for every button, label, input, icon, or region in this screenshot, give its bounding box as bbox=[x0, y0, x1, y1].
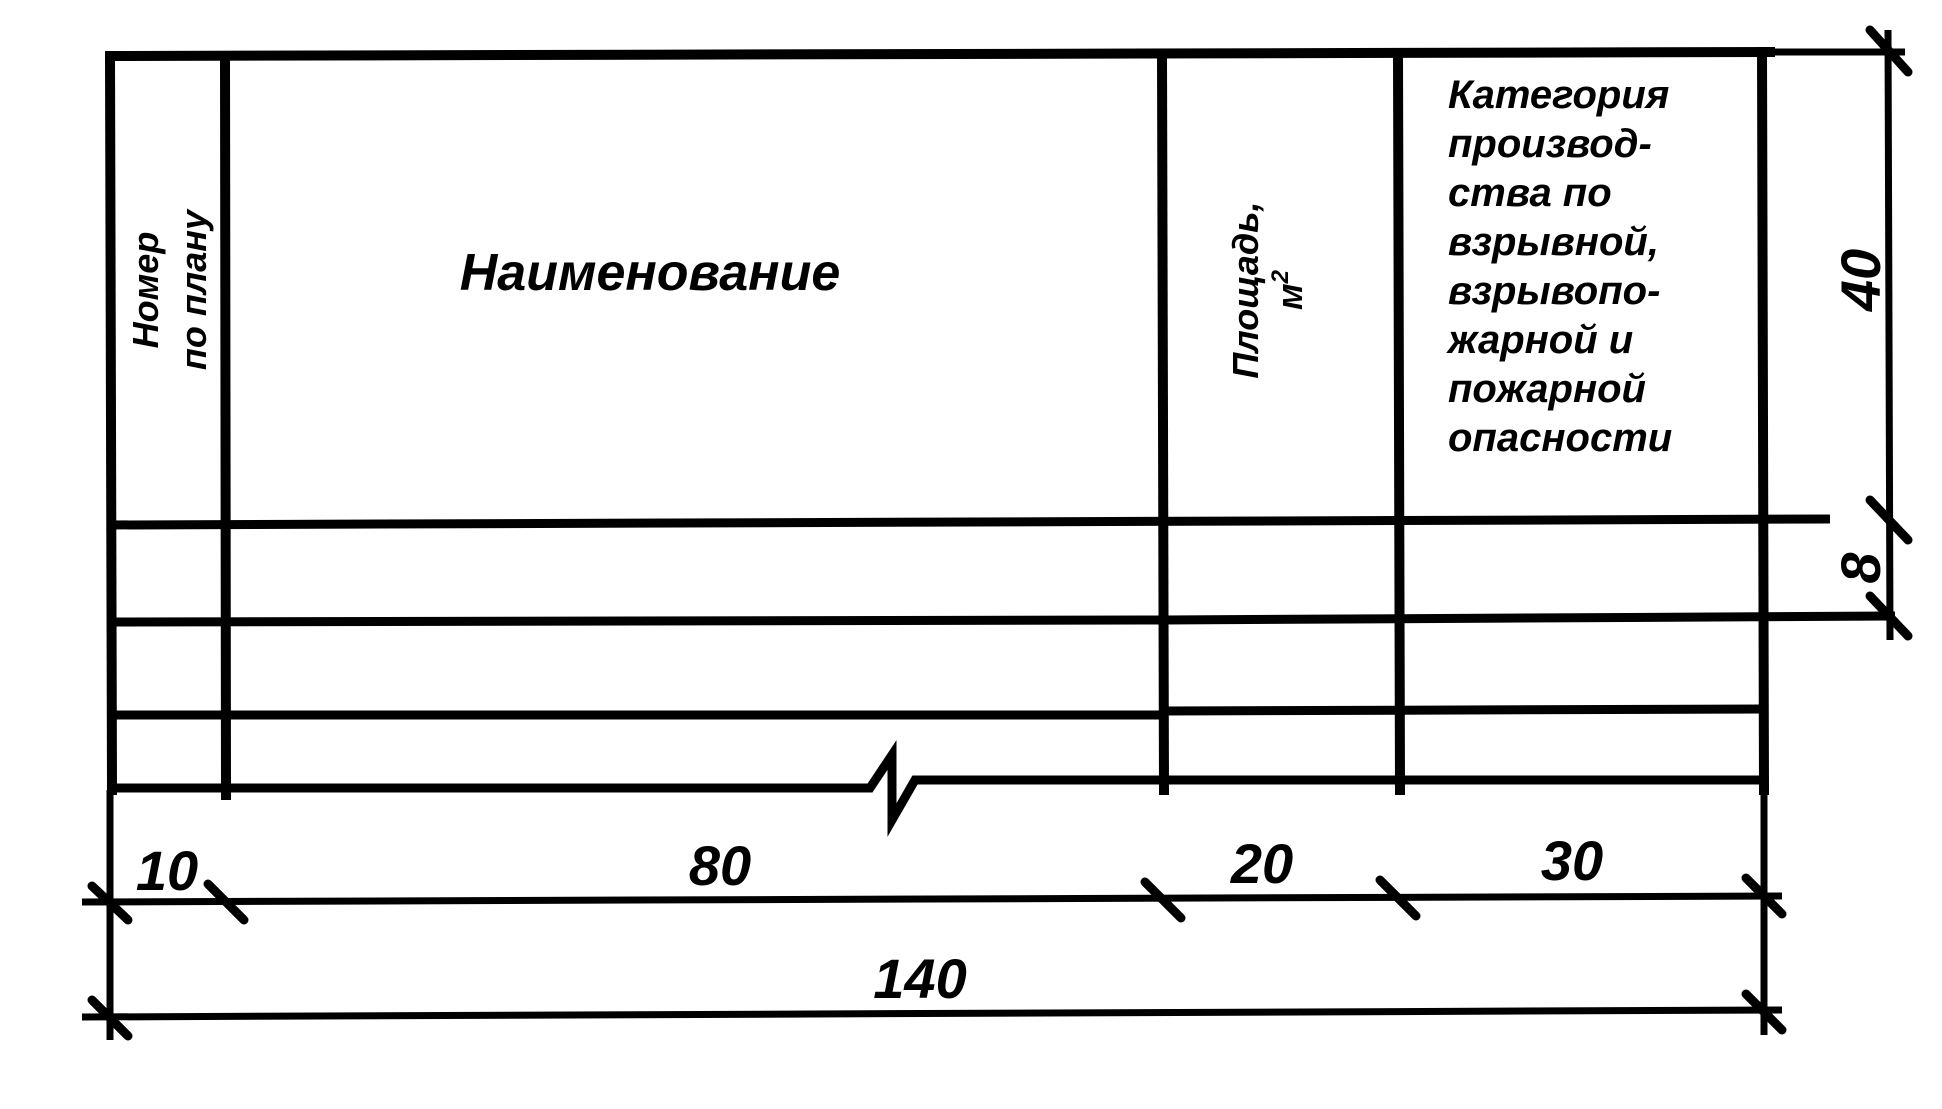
dim-label-row-height: 8 bbox=[1829, 552, 1892, 584]
dim-line-total bbox=[81, 1006, 1783, 1021]
dim-label-col-category: 30 bbox=[1541, 829, 1603, 892]
frame-right-border bbox=[1756, 46, 1770, 796]
header-number-column: Номер по плану bbox=[125, 208, 214, 370]
column-divider-number bbox=[219, 50, 232, 801]
header-category-line: пожарной bbox=[1448, 367, 1646, 411]
header-category-line: жарной и bbox=[1446, 318, 1633, 362]
row-line-2-right bbox=[1164, 704, 1766, 716]
dim-label-col-area: 20 bbox=[1230, 832, 1293, 895]
column-divider-area bbox=[1392, 48, 1406, 796]
dim-tick-header-bottom bbox=[1865, 495, 1913, 545]
header-number-line2: по плану bbox=[173, 208, 214, 370]
header-category-line: взрывопо- bbox=[1448, 269, 1660, 313]
dim-line-vertical bbox=[1884, 29, 1894, 641]
table-rows bbox=[109, 514, 1896, 837]
frame-top-border bbox=[104, 46, 1776, 62]
header-category-line: опасности bbox=[1448, 416, 1672, 460]
header-category-column: Категория производ- ства по взрывной, вз… bbox=[1446, 73, 1672, 460]
dim-tick bbox=[1375, 875, 1421, 921]
header-area-column: Площадь, м2 bbox=[1225, 201, 1310, 378]
table-frame bbox=[104, 46, 1776, 801]
dim-label-total: 140 bbox=[873, 947, 966, 1010]
dim-tick bbox=[1741, 873, 1787, 919]
header-bottom-line bbox=[109, 514, 1831, 530]
header-area-unit: м bbox=[1269, 283, 1310, 310]
dim-label-col-name: 80 bbox=[689, 834, 751, 897]
dim-tick bbox=[1140, 877, 1186, 923]
vertical-dimensions: 40 8 bbox=[1762, 25, 1913, 641]
dim-tick-row-bottom bbox=[1865, 591, 1913, 641]
header-category-line: Категория bbox=[1448, 73, 1669, 117]
dim-label-header-height: 40 bbox=[1829, 249, 1892, 312]
header-area-superscript: 2 bbox=[1267, 269, 1294, 284]
dim-tick bbox=[1741, 989, 1787, 1035]
row-break-line bbox=[110, 740, 1765, 837]
header-category-line: ства по bbox=[1448, 171, 1612, 215]
dim-tick-top bbox=[1865, 25, 1913, 77]
dim-tick bbox=[203, 879, 249, 925]
header-category-line: производ- bbox=[1448, 122, 1652, 166]
dim-label-col-number: 10 bbox=[136, 839, 198, 902]
dim-tick bbox=[87, 995, 133, 1041]
row-line-1-right bbox=[1164, 611, 1896, 625]
column-divider-name bbox=[1156, 50, 1170, 796]
header-area-line2: м2 bbox=[1267, 269, 1310, 310]
header-number-line1: Номер bbox=[125, 232, 166, 349]
frame-left-border bbox=[104, 50, 118, 796]
dim-tick bbox=[87, 881, 133, 925]
horizontal-dimensions: 10 80 20 30 140 bbox=[81, 790, 1787, 1041]
header-category-line: взрывной, bbox=[1448, 220, 1659, 264]
row-line-1-left bbox=[109, 615, 1166, 627]
dim-line-columns bbox=[81, 892, 1783, 906]
header-area-line1: Площадь, bbox=[1225, 201, 1266, 378]
header-name: Наименование bbox=[460, 244, 841, 302]
